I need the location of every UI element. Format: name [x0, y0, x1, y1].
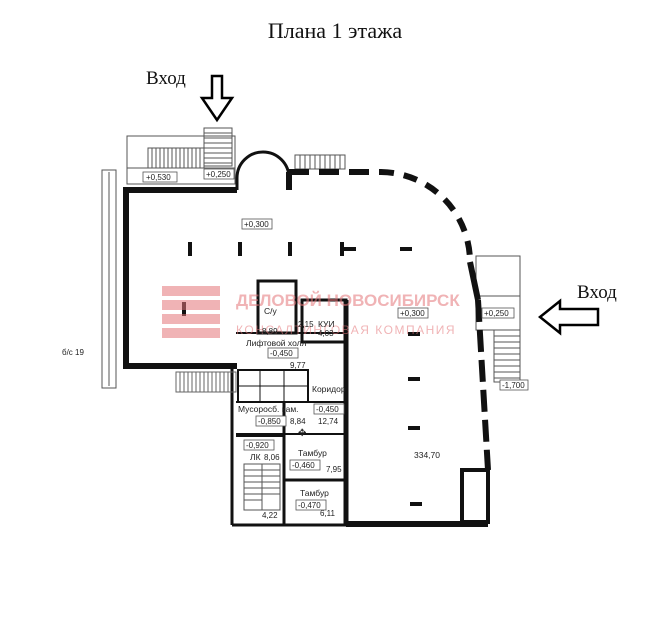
level-lift-hall: -0,450 — [270, 349, 293, 358]
left-note: б/с 19 — [62, 348, 84, 357]
watermark: ДЕЛОВОЙ НОВОСИБИРСК КОНСАЛТИНГОВАЯ КОМПА… — [162, 286, 460, 338]
bottom-hatch — [175, 371, 237, 393]
level-porch-right: +0,250 — [484, 309, 509, 318]
area-small1: 2,15 — [298, 320, 314, 329]
room-labels: С/у 8,89 2,15 КУИ 4,03 Лифтовой холл -0,… — [62, 306, 440, 520]
area-wc: 8,89 — [262, 327, 278, 336]
room-stair: ЛК — [250, 452, 261, 462]
room-garbage: Мусоросб. кам. — [238, 404, 299, 414]
level-hall: +0,300 — [244, 220, 269, 229]
level-porch-left-b: +0,250 — [206, 170, 231, 179]
room-kui: КУИ — [318, 319, 335, 329]
area-tambur-2: 6,11 — [320, 509, 336, 518]
area-main: 334,70 — [414, 450, 440, 460]
room-corridor: Коридор — [312, 384, 346, 394]
entrance-arrow-right — [537, 298, 600, 336]
area-stair-bottom: 4,22 — [262, 511, 278, 520]
plan-title: Плана 1 этажа — [267, 18, 403, 43]
room-tambur-2: Тамбур — [300, 488, 329, 498]
left-strip — [101, 169, 117, 389]
room-lift-hall: Лифтовой холл — [246, 338, 307, 348]
room-wc: С/у — [264, 306, 278, 316]
level-garbage: -0,850 — [258, 417, 281, 426]
area-corridor: 12,74 — [318, 417, 339, 426]
level-markers: +0,530 +0,250 +0,300 +0,300 +0,250 -1,70… — [142, 168, 529, 391]
level-stair: -0,920 — [246, 441, 269, 450]
area-kui: 4,03 — [318, 329, 334, 338]
level-porch-left-a: +0,530 — [146, 173, 171, 182]
room-tambur-1: Тамбур — [298, 448, 327, 458]
level-tambur-2: -0,470 — [298, 501, 321, 510]
level-corridor: -0,450 — [316, 405, 339, 414]
level-tambur-1: -0,460 — [292, 461, 315, 470]
level-hall-right: +0,300 — [400, 309, 425, 318]
area-tambur-1: 7,95 — [326, 465, 342, 474]
watermark-line2: КОНСАЛТИНГОВАЯ КОМПАНИЯ — [236, 323, 456, 337]
entrance-label-top: Вход — [146, 68, 186, 89]
stair-lk — [243, 463, 281, 511]
top-porch — [126, 127, 346, 185]
level-outside-right: -1,700 — [502, 381, 525, 390]
entrance-label-right: Вход — [577, 282, 617, 303]
area-garbage: 8,84 — [290, 417, 306, 426]
entrance-arrow-top — [199, 74, 235, 123]
area-lift-hall: 9,77 — [290, 361, 306, 370]
watermark-line1: ДЕЛОВОЙ НОВОСИБИРСК — [236, 291, 460, 310]
fire-alarm-icon: ✥ — [298, 428, 306, 439]
area-stair: 8,06 — [264, 453, 280, 462]
